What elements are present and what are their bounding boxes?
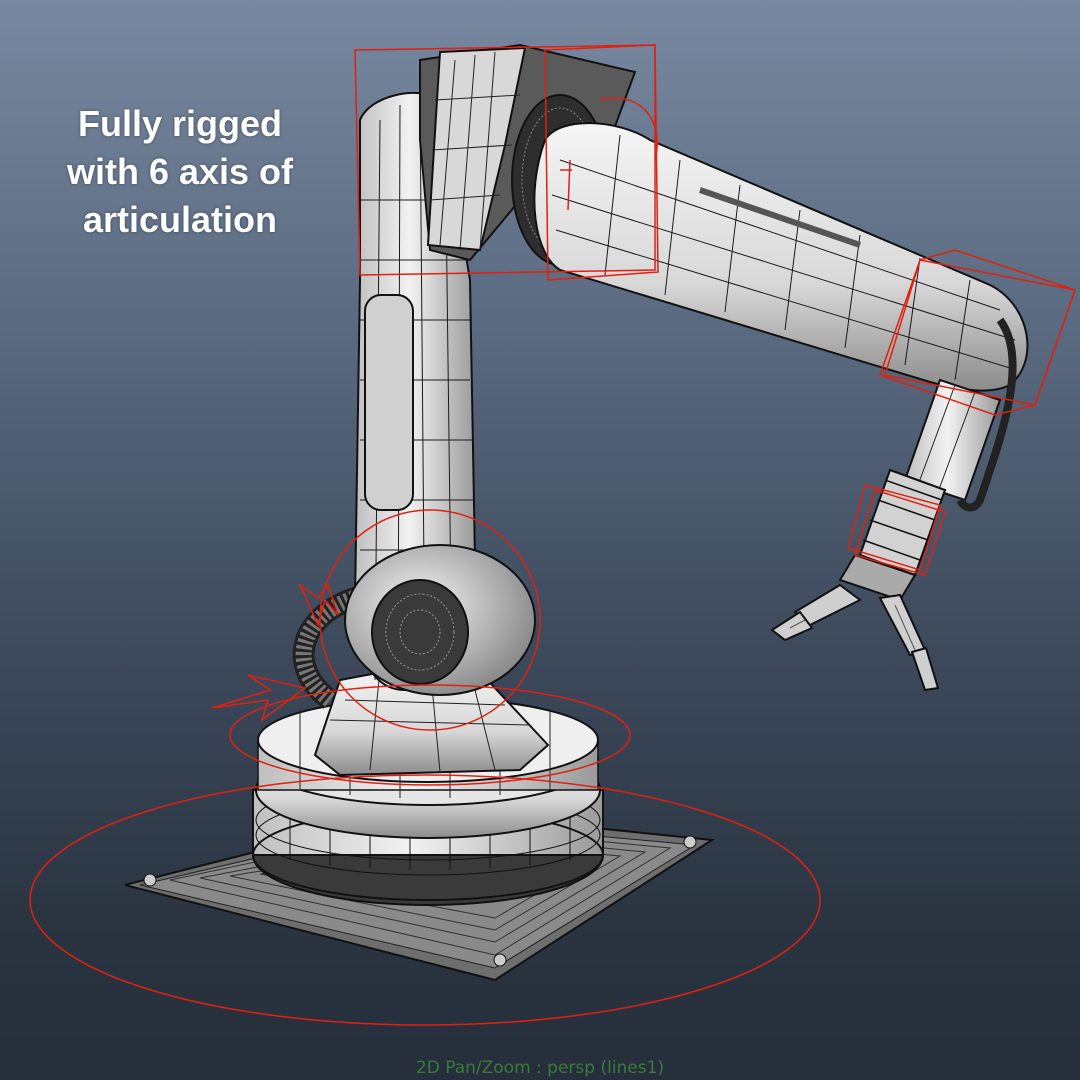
wrist-control-box[interactable] (847, 484, 946, 576)
lower-arm-link[interactable] (344, 92, 536, 696)
upper-arm-link[interactable] (533, 122, 1029, 392)
wrist-link[interactable] (838, 317, 1017, 602)
shoulder-rotate-arrow[interactable] (298, 582, 339, 628)
caption-line-3: articulation (82, 199, 278, 240)
elbow-control-box[interactable] (879, 249, 1076, 416)
base-turret[interactable] (252, 663, 604, 906)
upper-arm-control-box[interactable] (354, 44, 659, 281)
viewport-status-text: 2D Pan/Zoom : persp (lines1) (415, 1058, 665, 1078)
feature-caption: Fully rigged with 6 axis of articulation (30, 100, 330, 244)
rig-controls[interactable] (29, 44, 1076, 1026)
gripper[interactable] (770, 583, 940, 692)
caption-line-1: Fully rigged (77, 103, 282, 144)
caption-line-2: with 6 axis of (66, 151, 294, 192)
base-rotate-arrow[interactable] (211, 674, 307, 722)
base-rotate-control[interactable] (29, 774, 821, 1026)
turret-rotate-control[interactable] (229, 684, 631, 786)
